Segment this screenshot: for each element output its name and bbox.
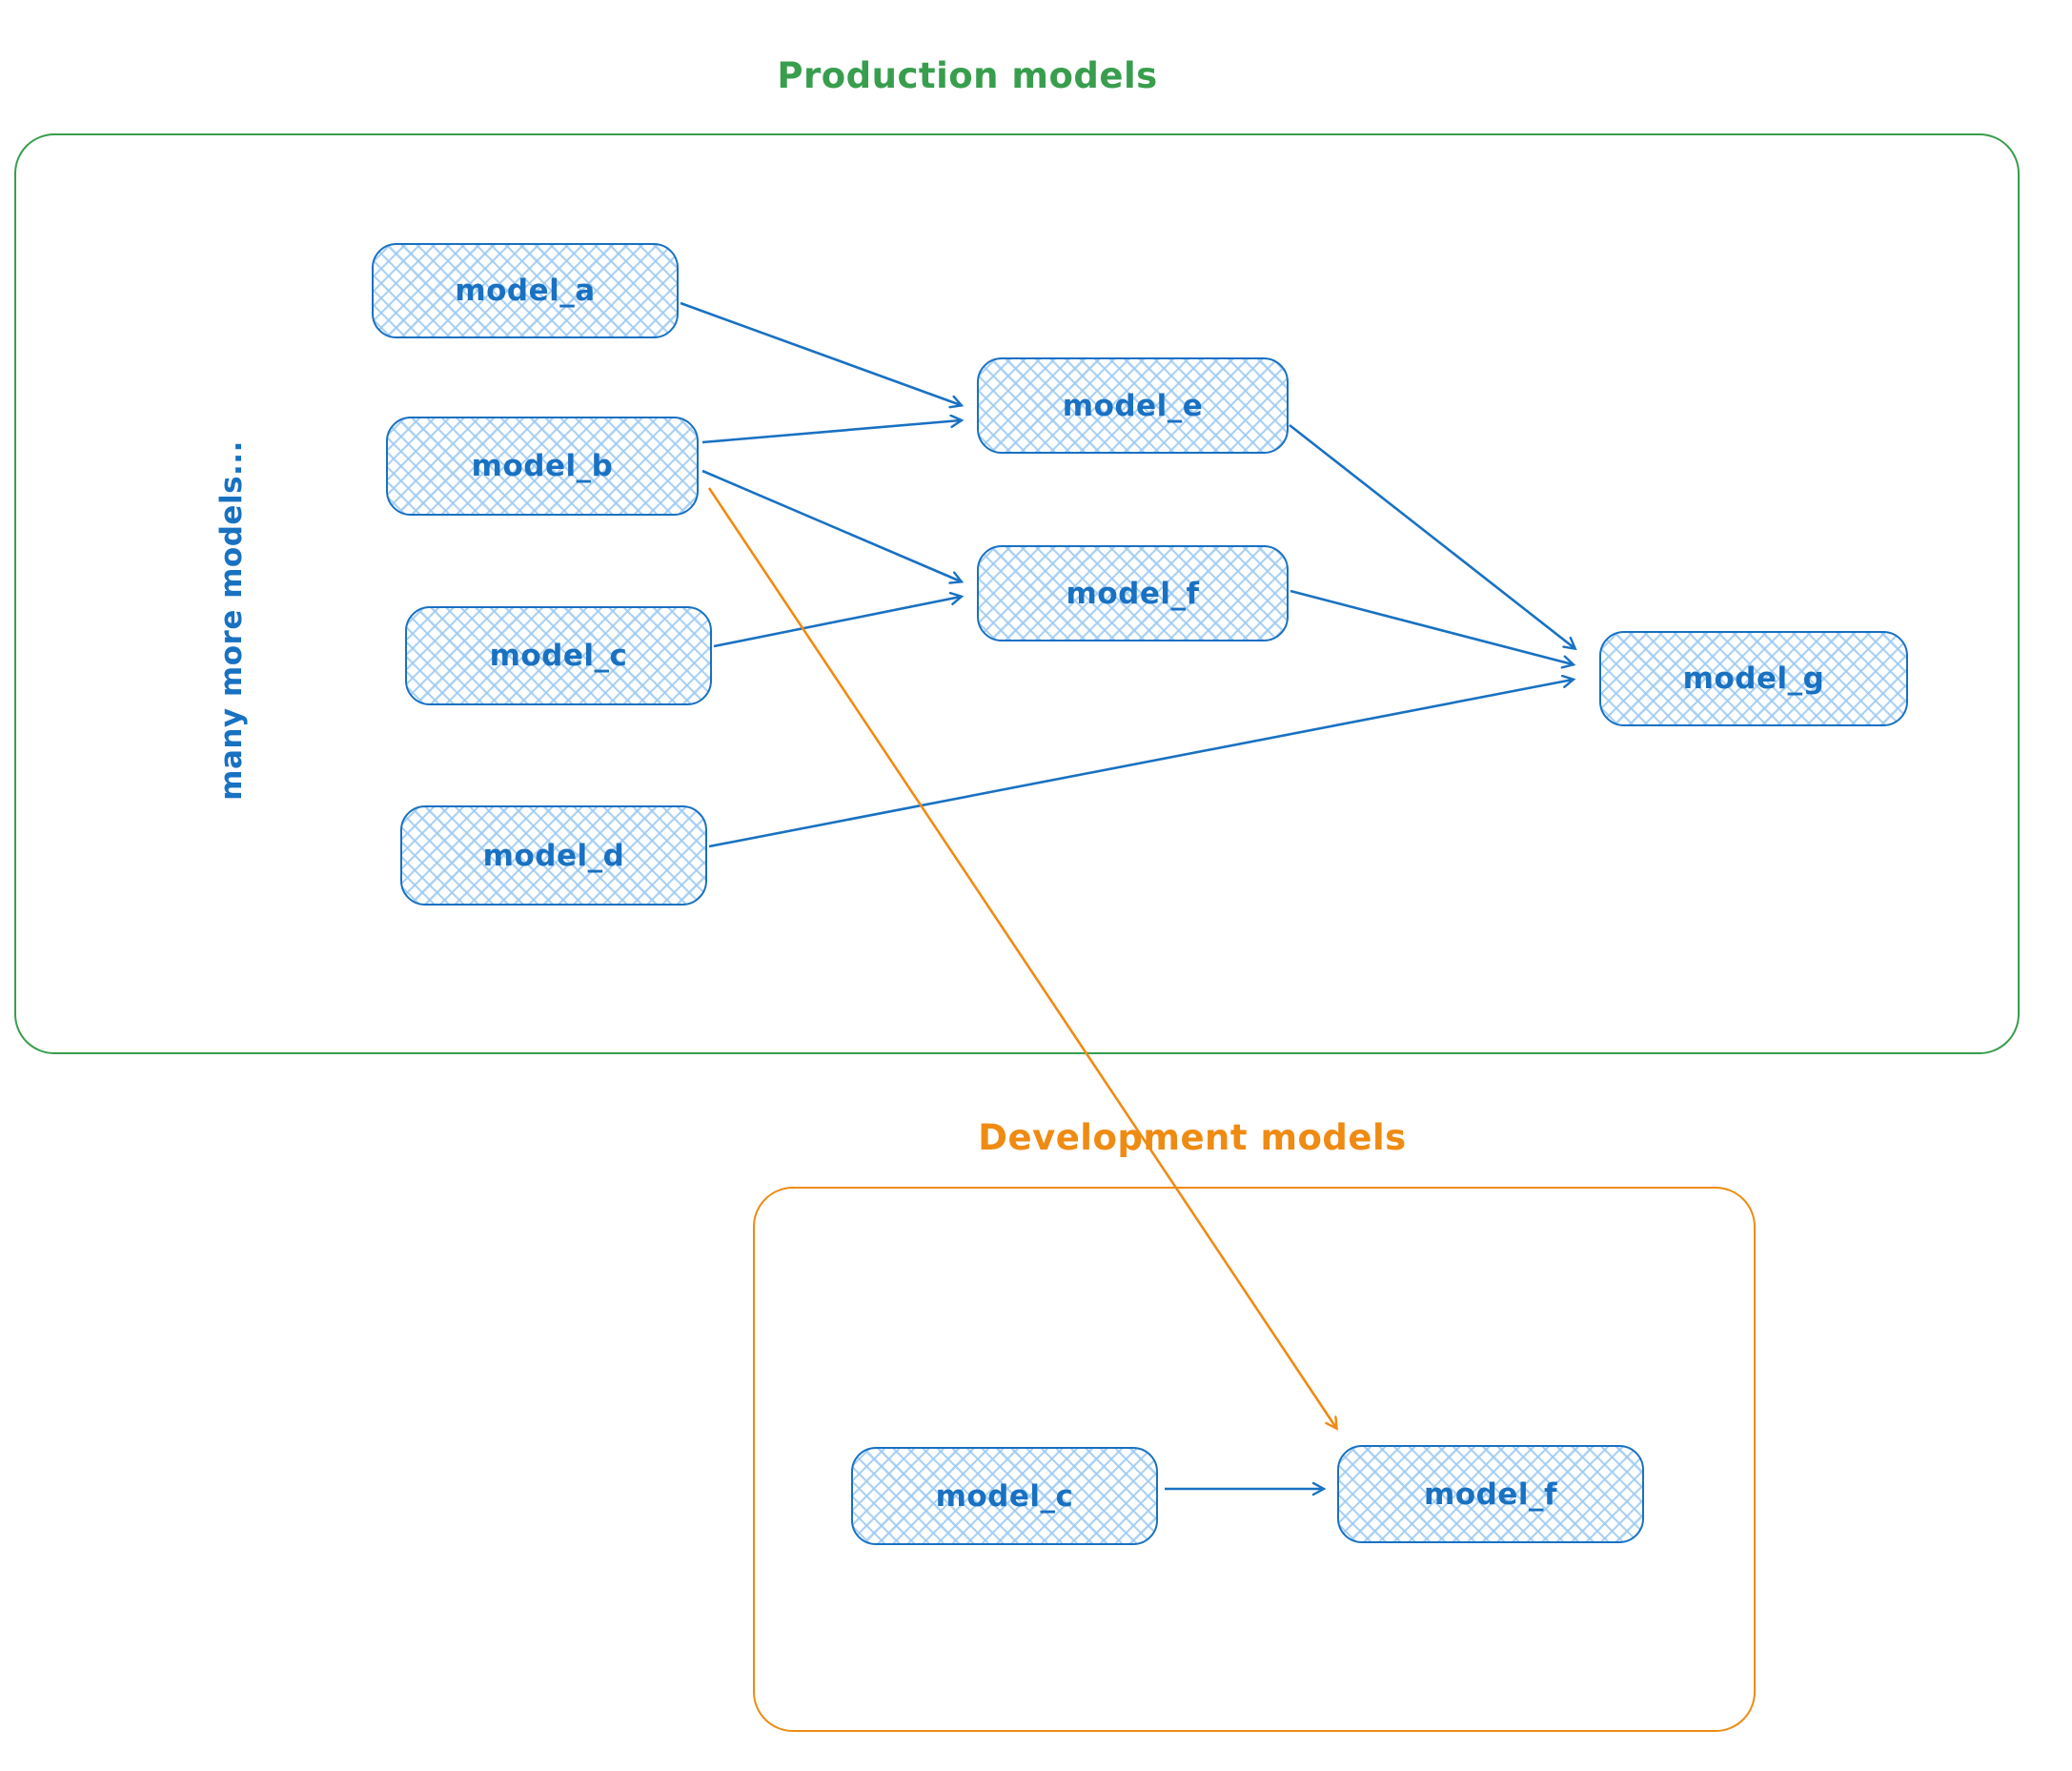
node-model_d[interactable]: model_d bbox=[400, 805, 707, 906]
node-model_b[interactable]: model_b bbox=[386, 417, 699, 516]
many-more-models-label: many more models... bbox=[214, 440, 249, 801]
node-model_f[interactable]: model_f bbox=[977, 545, 1289, 641]
node-dev_model_c[interactable]: model_c bbox=[851, 1447, 1158, 1545]
node-dev_model_f[interactable]: model_f bbox=[1337, 1445, 1644, 1543]
node-model_c[interactable]: model_c bbox=[405, 606, 712, 705]
node-model_e[interactable]: model_e bbox=[977, 357, 1289, 454]
production-group-title: Production models bbox=[777, 55, 1158, 96]
development-group-title: Development models bbox=[978, 1117, 1407, 1158]
node-model_g[interactable]: model_g bbox=[1599, 631, 1908, 726]
node-model_a[interactable]: model_a bbox=[372, 243, 679, 338]
